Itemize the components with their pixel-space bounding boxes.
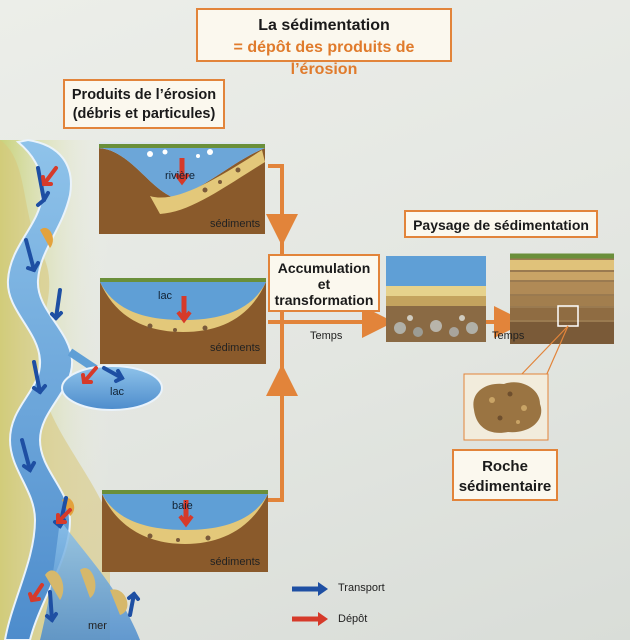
- riviere-sediments-label: sédiments: [210, 218, 260, 230]
- produits-erosion-box: Produits de l’érosion (débris et particu…: [63, 79, 225, 129]
- roche-box: Roche sédimentaire: [452, 449, 558, 501]
- paysage-label: Paysage de sédimentation: [413, 217, 589, 233]
- rock-sample: [464, 374, 548, 440]
- legend-transport-arrow: [292, 582, 328, 596]
- accumulation-box: Accumulation et transformation: [268, 254, 380, 312]
- mer-label: mer: [88, 620, 107, 632]
- legend-depot-label: Dépôt: [338, 613, 367, 625]
- roche-line-1: Roche: [454, 457, 556, 477]
- paysage-layers-1: [386, 256, 486, 342]
- river-lake-label: lac: [110, 386, 124, 398]
- produits-line-1: Produits de l’érosion: [65, 86, 223, 105]
- paysage-box: Paysage de sédimentation: [404, 210, 598, 238]
- legend-depot-arrow: [292, 612, 328, 626]
- paysage-layers-2: [510, 254, 614, 376]
- title-box: La sédimentation = dépôt des produits de…: [196, 8, 452, 62]
- accumulation-line-1: Accumulation: [270, 260, 378, 276]
- produits-line-2: (débris et particules): [65, 105, 223, 124]
- title-line-2-text: = dépôt des produits de l’érosion: [234, 39, 415, 78]
- baie-sediments-label: sédiments: [210, 556, 260, 568]
- title-line-2: = dépôt des produits de l’érosion: [198, 37, 450, 81]
- accumulation-line-2: et: [270, 276, 378, 292]
- temps-label-2: Temps: [492, 330, 524, 342]
- roche-line-2: sédimentaire: [454, 477, 556, 497]
- title-line-1: La sédimentation: [198, 15, 450, 37]
- legend-transport-label: Transport: [338, 582, 385, 594]
- baie-label: baie: [172, 500, 193, 512]
- temps-label-1: Temps: [310, 330, 342, 342]
- lac-sediments-label: sédiments: [210, 342, 260, 354]
- riviere-label: rivière: [165, 170, 195, 182]
- lac-basin-label: lac: [158, 290, 172, 302]
- accumulation-line-3: transformation: [270, 292, 378, 308]
